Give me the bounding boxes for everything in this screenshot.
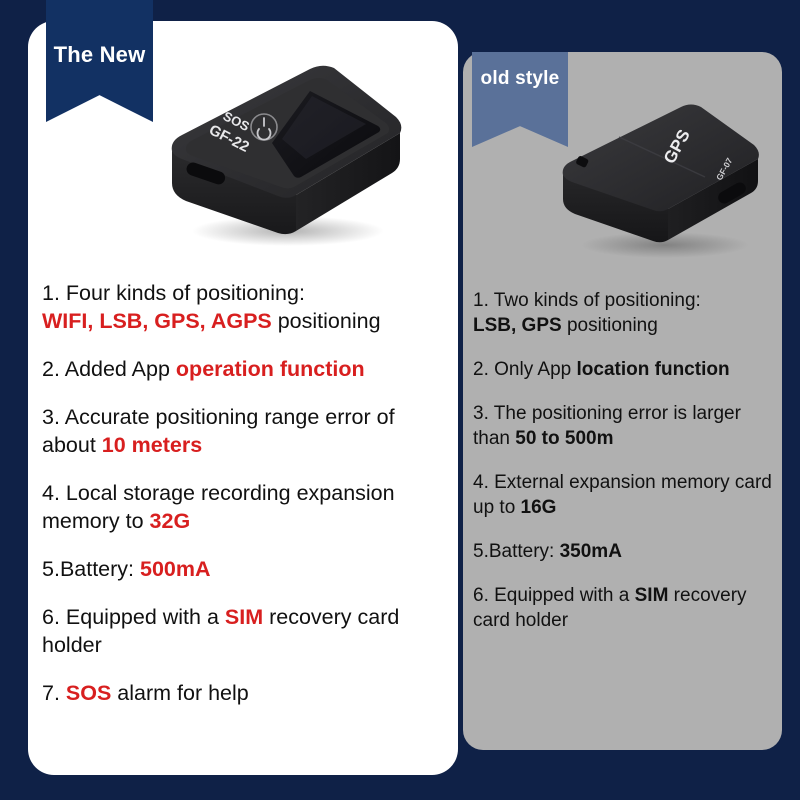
spec-highlight-bold: SIM	[634, 585, 669, 606]
spec-highlight-bold: 16G	[520, 497, 557, 518]
spec-item: 7. SOS alarm for help	[42, 679, 450, 707]
spec-text: External expansion memory card up to	[473, 472, 772, 518]
spec-item-number: 7.	[42, 681, 60, 705]
spec-item-number: 4.	[42, 481, 60, 505]
spec-highlight-red: operation function	[175, 357, 365, 381]
spec-text: Only App	[488, 359, 577, 380]
spec-text: alarm for help	[111, 681, 249, 705]
spec-text: Accurate positioning range error of abou…	[42, 405, 395, 457]
gf22-device-image: SOS GF-22	[160, 55, 410, 250]
spec-item: 3. Accurate positioning range error of a…	[42, 403, 450, 459]
old-product-spec-list: 1. Two kinds of positioning: LSB, GPS pos…	[473, 288, 783, 652]
spec-item: 1. Two kinds of positioning: LSB, GPS pos…	[473, 288, 783, 338]
spec-text: The positioning error is larger than	[473, 403, 741, 449]
spec-item: 4. Local storage recording expansion mem…	[42, 479, 450, 535]
new-ribbon-label: The New	[53, 42, 146, 67]
spec-item-number: 3.	[473, 403, 489, 424]
old-ribbon-label: old style	[480, 68, 560, 89]
spec-item-number: 5.	[473, 541, 489, 562]
spec-highlight-red: WIFI, LSB, GPS, AGPS	[42, 309, 272, 333]
spec-item: 6. Equipped with a SIM recovery card hol…	[42, 603, 450, 659]
spec-highlight-red: SIM	[224, 605, 264, 629]
spec-item-number: 1.	[42, 281, 60, 305]
spec-item-number: 4.	[473, 472, 489, 493]
spec-highlight-red: 10 meters	[101, 433, 203, 457]
spec-item-number: 6.	[42, 605, 60, 629]
gf07-device-image: GPS GF-07	[555, 95, 770, 260]
spec-item: 5.Battery: 500mA	[42, 555, 450, 583]
spec-text: Added App	[59, 357, 176, 381]
spec-item-number: 3.	[42, 405, 60, 429]
spec-text: Battery:	[488, 541, 560, 562]
spec-text: positioning	[561, 315, 658, 336]
spec-text: Four kinds of positioning:	[59, 281, 305, 305]
spec-item-number: 5.	[42, 557, 60, 581]
spec-highlight-red: SOS	[65, 681, 112, 705]
spec-item: 2. Only App location function	[473, 357, 783, 382]
spec-text: Equipped with a	[59, 605, 225, 629]
spec-text: Equipped with a	[488, 585, 635, 606]
spec-item-number: 2.	[473, 359, 489, 380]
spec-highlight-bold: 50 to 500m	[515, 428, 614, 449]
spec-item: 4. External expansion memory card up to …	[473, 470, 783, 520]
spec-item-number: 1.	[473, 290, 489, 311]
spec-item: 5.Battery: 350mA	[473, 539, 783, 564]
new-product-spec-list: 1. Four kinds of positioning: WIFI, LSB, …	[42, 279, 450, 727]
spec-item-number: 2.	[42, 357, 60, 381]
spec-item: 1. Four kinds of positioning: WIFI, LSB, …	[42, 279, 450, 335]
spec-text: recovery card holder	[42, 605, 400, 657]
spec-item-number: 6.	[473, 585, 489, 606]
spec-text: Two kinds of positioning:	[488, 290, 701, 311]
spec-text: Battery:	[59, 557, 140, 581]
spec-highlight-bold: 350mA	[559, 541, 622, 562]
spec-text: recovery card holder	[473, 585, 747, 631]
spec-highlight-red: 32G	[149, 509, 191, 533]
spec-highlight-bold: LSB, GPS	[473, 315, 562, 336]
spec-text: Local storage recording expansion memory…	[42, 481, 395, 533]
spec-highlight-bold: location function	[576, 359, 730, 380]
spec-text: positioning	[271, 309, 381, 333]
spec-item: 3. The positioning error is larger than …	[473, 401, 783, 451]
spec-item: 2. Added App operation function	[42, 355, 450, 383]
spec-item: 6. Equipped with a SIM recovery card hol…	[473, 583, 783, 633]
spec-highlight-red: 500mA	[140, 557, 211, 581]
